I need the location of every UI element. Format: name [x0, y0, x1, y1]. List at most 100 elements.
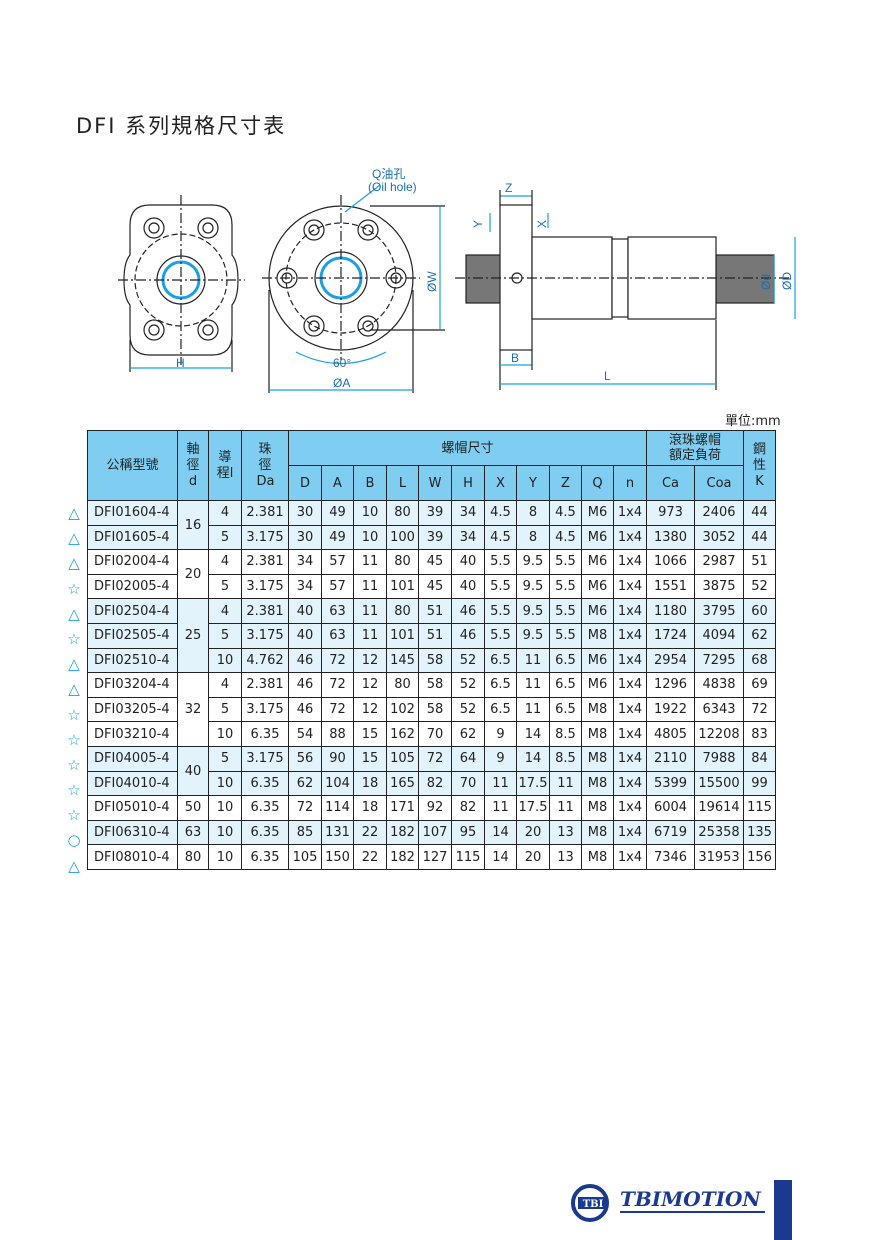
value-cell: 45 — [418, 573, 452, 600]
value-cell: 20 — [516, 844, 550, 870]
ball-diameter-cell: 2.381 — [241, 500, 289, 526]
value-cell: 135 — [743, 819, 776, 846]
value-cell: 40 — [451, 573, 485, 600]
value-cell: 171 — [386, 795, 419, 821]
value-cell: M6 — [581, 647, 614, 674]
value-cell: 1x4 — [613, 672, 647, 698]
lead-cell: 10 — [208, 647, 242, 674]
value-cell: 12 — [353, 647, 387, 674]
value-cell: 5.5 — [484, 598, 517, 624]
availability-mark: ○ — [67, 831, 81, 850]
value-cell: 12 — [353, 672, 387, 698]
value-cell: 52 — [743, 573, 776, 600]
value-cell: 22 — [353, 819, 387, 846]
dim-H: H — [176, 356, 185, 370]
value-cell: 30 — [288, 500, 322, 526]
value-cell: 88 — [321, 721, 354, 747]
header-load-line: 滾珠螺帽 — [668, 433, 721, 448]
value-cell: 85 — [288, 819, 322, 846]
header-load-line: 額定負荷 — [668, 448, 721, 463]
ball-diameter-cell: 6.35 — [241, 721, 289, 747]
value-cell: 51 — [743, 549, 776, 575]
value-cell: 62 — [451, 721, 485, 747]
header-col-n: n — [613, 465, 647, 501]
value-cell: 100 — [386, 524, 419, 551]
model-cell: DFI02510-4 — [87, 647, 178, 674]
value-cell: 9.5 — [516, 598, 550, 624]
value-cell: 72 — [418, 745, 452, 772]
value-cell: 4805 — [646, 721, 695, 747]
shaft-diameter-cell: 63 — [177, 819, 209, 846]
value-cell: 1296 — [646, 672, 695, 698]
value-cell: M6 — [581, 524, 614, 551]
value-cell: 114 — [321, 795, 354, 821]
value-cell: M6 — [581, 573, 614, 600]
value-cell: M8 — [581, 844, 614, 870]
header-col-w: W — [418, 465, 452, 501]
value-cell: 10 — [353, 524, 387, 551]
dimension-drawing: Q油孔 (Oil hole) H 60° ØA ØW Z Y X B L Ød … — [118, 167, 796, 393]
header-l-text: 導程l — [216, 449, 234, 481]
availability-mark: ☆ — [67, 781, 81, 800]
value-cell: 72 — [743, 696, 776, 723]
value-cell: 58 — [418, 647, 452, 674]
value-cell: 92 — [418, 795, 452, 821]
availability-mark: ☆ — [67, 755, 81, 774]
value-cell: 34 — [451, 524, 485, 551]
value-cell: 44 — [743, 524, 776, 551]
value-cell: 12208 — [694, 721, 744, 747]
value-cell: 11 — [516, 672, 550, 698]
ball-diameter-cell: 3.175 — [241, 524, 289, 551]
value-cell: 34 — [451, 500, 485, 526]
value-cell: 6.5 — [484, 672, 517, 698]
value-cell: 11 — [549, 770, 582, 797]
value-cell: 8.5 — [549, 721, 582, 747]
value-cell: 46 — [451, 598, 485, 624]
ball-diameter-cell: 2.381 — [241, 672, 289, 698]
model-cell: DFI01605-4 — [87, 524, 178, 551]
ball-diameter-cell: 3.175 — [241, 573, 289, 600]
dim-Z: Z — [505, 181, 512, 195]
header-col-l: L — [386, 465, 419, 501]
value-cell: 1x4 — [613, 573, 647, 600]
ball-diameter-cell: 6.35 — [241, 844, 289, 870]
header-col-ca: Ca — [646, 465, 695, 501]
value-cell: 145 — [386, 647, 419, 674]
value-cell: M8 — [581, 795, 614, 821]
oil-hole-label: Q油孔 — [372, 167, 405, 181]
value-cell: 18 — [353, 795, 387, 821]
value-cell: 5399 — [646, 770, 695, 797]
shaft-diameter-cell: 16 — [177, 499, 209, 551]
value-cell: 6004 — [646, 795, 695, 821]
value-cell: 5.5 — [484, 549, 517, 575]
lead-cell: 4 — [208, 500, 242, 526]
value-cell: 1x4 — [613, 745, 647, 772]
value-cell: 11 — [484, 770, 517, 797]
header-Da: 珠徑Da — [241, 430, 289, 501]
value-cell: 182 — [386, 819, 419, 846]
value-cell: 2987 — [694, 549, 744, 575]
value-cell: 1x4 — [613, 647, 647, 674]
availability-mark: ☆ — [67, 579, 81, 598]
value-cell: 6.5 — [549, 647, 582, 674]
availability-mark: △ — [68, 680, 80, 699]
dim-A: ØA — [333, 376, 350, 390]
value-cell: 90 — [321, 745, 354, 772]
value-cell: 44 — [743, 500, 776, 526]
availability-mark: ☆ — [67, 806, 81, 825]
lead-cell: 4 — [208, 672, 242, 698]
value-cell: 11 — [353, 598, 387, 624]
dim-D: ØD — [780, 272, 794, 290]
value-cell: 19614 — [694, 795, 744, 821]
availability-mark: △ — [68, 856, 80, 875]
value-cell: M8 — [581, 819, 614, 846]
value-cell: 22 — [353, 844, 387, 870]
value-cell: M6 — [581, 500, 614, 526]
value-cell: 18 — [353, 770, 387, 797]
header-col-coa: Coa — [694, 465, 744, 501]
